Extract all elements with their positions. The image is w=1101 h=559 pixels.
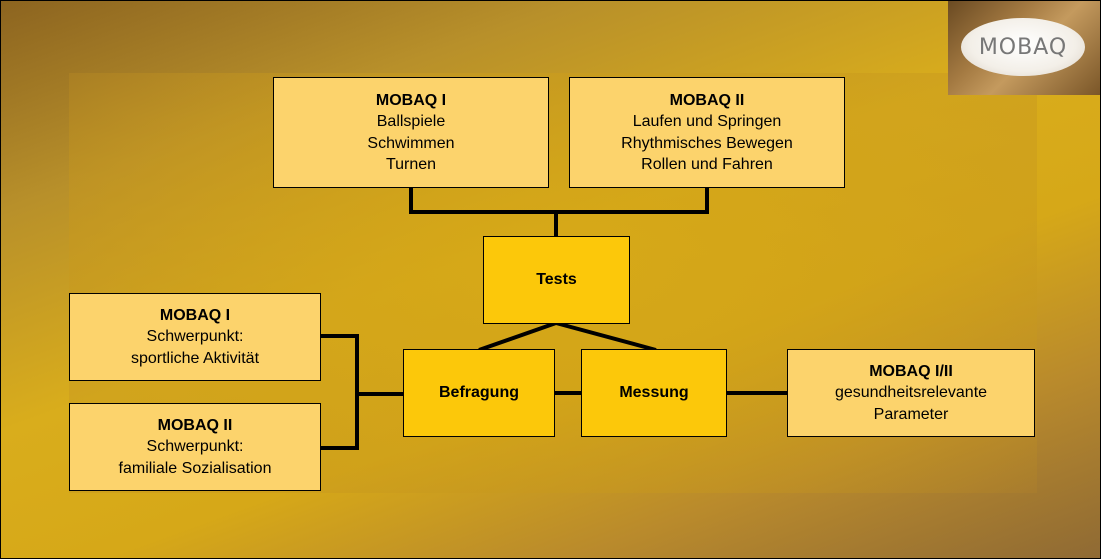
- box-line: Laufen und Springen: [632, 113, 782, 131]
- box-mobaq-health: MOBAQ I/II gesundheitsrelevante Paramete…: [787, 349, 1035, 437]
- box-mobaq2-tests: MOBAQ II Laufen und Springen Rhythmische…: [569, 77, 845, 188]
- box-line: Rhythmisches Bewegen: [621, 134, 793, 152]
- box-title: MOBAQ I: [159, 307, 231, 325]
- box-messung: Messung: [581, 349, 727, 437]
- logo-panel: MOBAQ: [948, 1, 1100, 95]
- box-title: MOBAQ I: [375, 92, 447, 110]
- box-line: Schwerpunkt:: [146, 328, 244, 346]
- connector-tests-messung: [555, 321, 657, 352]
- box-line: Schwimmen: [367, 134, 455, 152]
- connector-left-upper: [321, 334, 359, 450]
- box-line: Ballspiele: [376, 113, 446, 131]
- box-line: familiale Sozialisation: [118, 459, 272, 477]
- box-line: Rollen und Fahren: [641, 155, 773, 173]
- connector-top-left: [409, 188, 556, 214]
- box-mobaq1-tests: MOBAQ I Ballspiele Schwimmen Turnen: [273, 77, 549, 188]
- box-title: Tests: [536, 271, 577, 289]
- logo-text: MOBAQ: [978, 34, 1068, 60]
- connector-top-right: [556, 188, 709, 214]
- box-line: Parameter: [873, 405, 949, 423]
- box-title: Messung: [619, 384, 689, 402]
- box-title: MOBAQ II: [669, 92, 745, 110]
- logo-oval: MOBAQ: [961, 18, 1085, 76]
- box-title: MOBAQ II: [157, 417, 233, 435]
- box-line: Turnen: [385, 155, 437, 173]
- box-befragung: Befragung: [403, 349, 555, 437]
- box-line: gesundheitsrelevante: [834, 384, 988, 402]
- box-title: MOBAQ I/II: [869, 363, 953, 381]
- box-mobaq1-focus: MOBAQ I Schwerpunkt: sportliche Aktivitä…: [69, 293, 321, 381]
- box-mobaq2-focus: MOBAQ II Schwerpunkt: familiale Sozialis…: [69, 403, 321, 491]
- box-title: Befragung: [439, 384, 519, 402]
- box-line: Schwerpunkt:: [146, 438, 244, 456]
- connector-tests-befragung: [478, 321, 557, 352]
- box-line: sportliche Aktivität: [130, 349, 260, 367]
- box-tests: Tests: [483, 236, 630, 324]
